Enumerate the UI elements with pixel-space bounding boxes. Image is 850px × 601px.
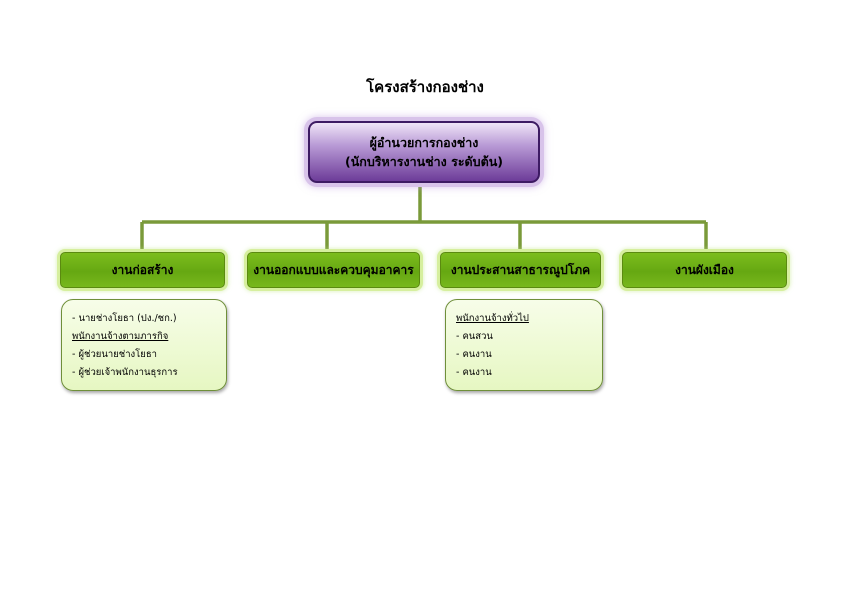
chart-title: โครงสร้างกองช่าง bbox=[366, 78, 484, 96]
dept-design-building-control: งานออกแบบและควบคุมอาคาร bbox=[247, 252, 420, 288]
detail-item: - ผู้ช่วยเจ้าพนักงานธุรการ bbox=[72, 367, 178, 378]
dept-utilities-coordination: งานประสานสาธารณูปโภค bbox=[440, 252, 601, 288]
detail-item: - นายช่างโยธา (ปง./ชก.) bbox=[72, 313, 177, 324]
detail-item: - ผู้ช่วยนายช่างโยธา bbox=[72, 349, 157, 360]
dept-town-planning: งานผังเมือง bbox=[622, 252, 787, 288]
detail-heading: พนักงานจ้างทั่วไป bbox=[456, 313, 529, 324]
detail-heading: พนักงานจ้างตามภารกิจ bbox=[72, 331, 169, 342]
head-position: (นักบริหารงานช่าง ระดับต้น) bbox=[345, 154, 503, 169]
detail-item: - คนงาน bbox=[456, 349, 492, 360]
dept-construction: งานก่อสร้าง bbox=[60, 252, 225, 288]
detail-utilities-staff: พนักงานจ้างทั่วไป - คนสวน - คนงาน - คนงา… bbox=[445, 299, 603, 391]
head-title: ผู้อำนวยการกองช่าง bbox=[369, 135, 479, 150]
detail-item: - คนสวน bbox=[456, 331, 493, 342]
detail-construction-staff: - นายช่างโยธา (ปง./ชก.) พนักงานจ้างตามภา… bbox=[61, 299, 227, 391]
detail-item: - คนงาน bbox=[456, 367, 492, 378]
head-of-division-box: ผู้อำนวยการกองช่าง (นักบริหารงานช่าง ระด… bbox=[308, 121, 540, 183]
